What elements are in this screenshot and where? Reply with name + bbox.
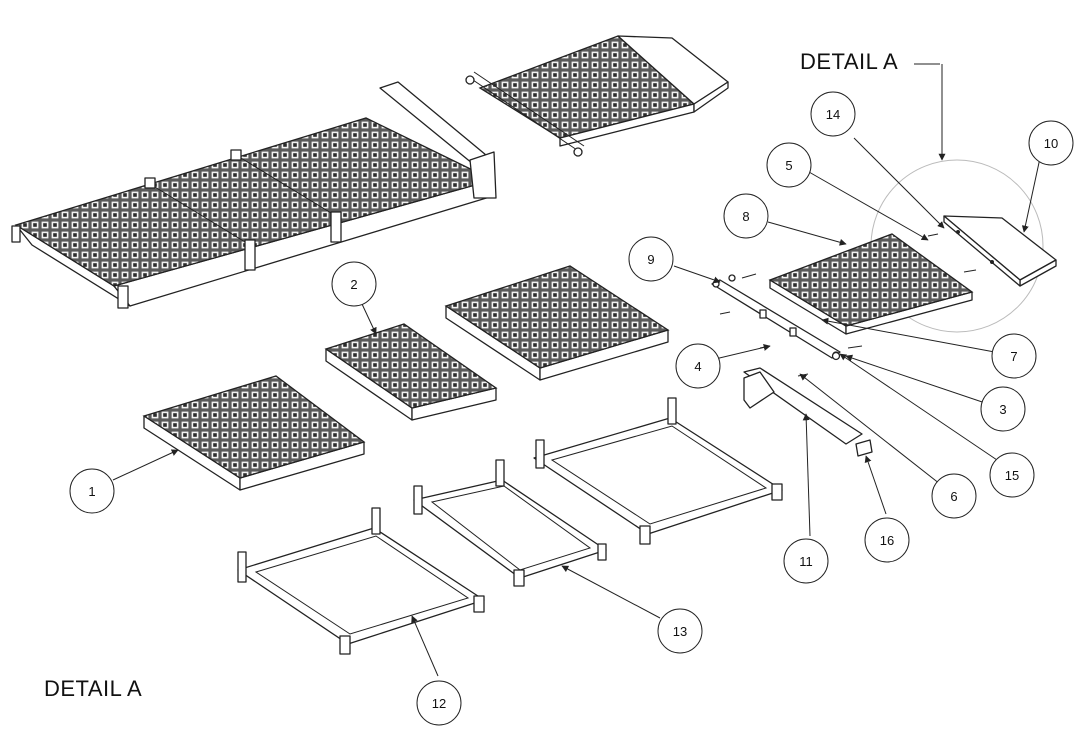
- balloon-5: 5: [766, 142, 812, 188]
- detail-a-caption-bottom: DETAIL A: [44, 676, 143, 701]
- balloon-7-label: 7: [1010, 349, 1017, 364]
- assembled-walkway: [11, 81, 497, 309]
- balloon-11: 11: [783, 538, 829, 584]
- grate-panel-1: [142, 375, 366, 491]
- balloon-4: 4: [675, 343, 721, 389]
- detail-a-view: [768, 159, 1057, 335]
- balloon-14-label: 14: [826, 107, 840, 122]
- balloon-8-label: 8: [742, 209, 749, 224]
- axle-tube-assembly: [743, 367, 873, 457]
- balloon-14: 14: [810, 91, 856, 137]
- balloon-1: 1: [69, 468, 115, 514]
- balloon-9: 9: [628, 236, 674, 282]
- grate-panel-2: [324, 323, 498, 421]
- balloon-10-label: 10: [1044, 136, 1058, 151]
- support-frame-large: [533, 397, 783, 545]
- balloon-8: 8: [723, 193, 769, 239]
- balloon-9-label: 9: [647, 252, 654, 267]
- support-frame-13: [413, 459, 607, 587]
- balloon-5-label: 5: [785, 158, 792, 173]
- balloon-7: 7: [991, 333, 1037, 379]
- ramp-platform: [465, 35, 729, 157]
- balloon-1-label: 1: [88, 484, 95, 499]
- balloon-4-label: 4: [694, 359, 701, 374]
- balloon-12: 12: [416, 680, 462, 726]
- balloon-13: 13: [657, 608, 703, 654]
- balloon-11-label: 11: [799, 554, 813, 569]
- balloon-2: 2: [331, 261, 377, 307]
- leader-lines: [112, 63, 1041, 677]
- support-frame-12: [237, 507, 485, 655]
- balloon-13-label: 13: [673, 624, 687, 639]
- balloon-16: 16: [864, 517, 910, 563]
- balloon-16-label: 16: [880, 533, 894, 548]
- balloon-15-label: 15: [1005, 468, 1019, 483]
- detail-a-caption-top: DETAIL A: [800, 49, 899, 74]
- balloon-15: 15: [989, 452, 1035, 498]
- balloon-10: 10: [1028, 120, 1074, 166]
- balloon-12-label: 12: [432, 696, 446, 711]
- grate-panel-large: [444, 265, 670, 381]
- balloon-6-label: 6: [950, 489, 957, 504]
- balloon-3-label: 3: [999, 402, 1006, 417]
- balloon-3: 3: [980, 386, 1026, 432]
- balloon-2-label: 2: [350, 277, 357, 292]
- balloon-6: 6: [931, 473, 977, 519]
